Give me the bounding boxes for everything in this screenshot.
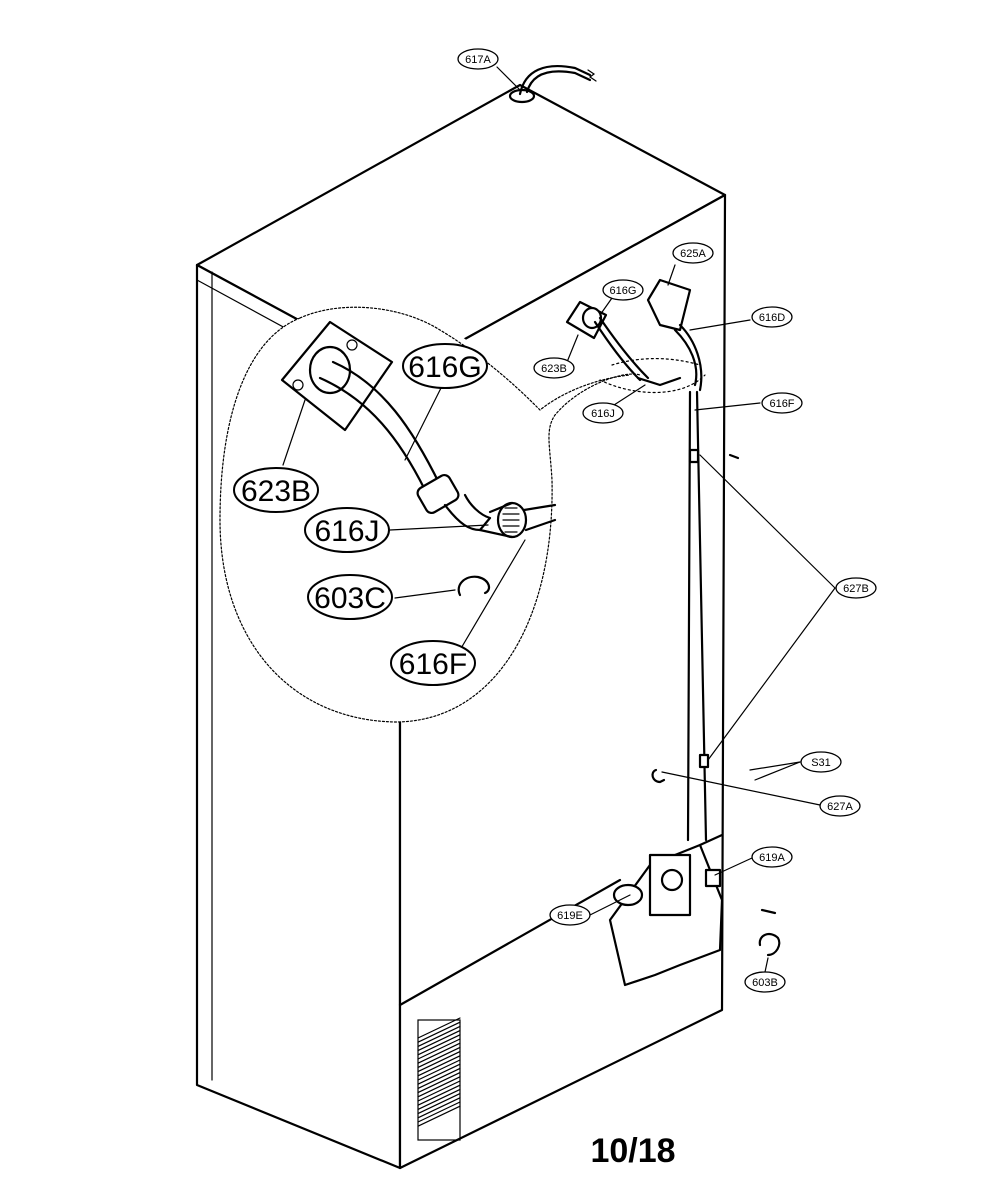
callout-616F-large[interactable]: 616F bbox=[390, 640, 476, 686]
detail-fitting-616J bbox=[478, 501, 557, 539]
detail-clip-603C bbox=[457, 575, 491, 597]
grille-slot bbox=[417, 1097, 461, 1119]
grille-slot bbox=[417, 1092, 461, 1115]
grille-slot bbox=[417, 1101, 461, 1123]
callout-616G-small[interactable]: 616G bbox=[602, 279, 644, 301]
grille-slot bbox=[417, 1084, 461, 1106]
ice-maker-assembly bbox=[565, 278, 781, 987]
grille-slot bbox=[417, 1067, 461, 1090]
grille-slot bbox=[417, 1071, 461, 1094]
callout-616G-large[interactable]: 616G bbox=[402, 343, 488, 389]
compressor-grille: (function(){ var ns="http://www.w3.org/2… bbox=[417, 1017, 461, 1141]
callout-603B[interactable]: 603B bbox=[744, 971, 786, 993]
grille-slot bbox=[417, 1025, 461, 1048]
grille-slot bbox=[417, 1042, 461, 1064]
part-callouts: 617A 625A 616G 616D 623B 616J 616F 627B bbox=[457, 48, 877, 993]
water-supply-line bbox=[508, 64, 597, 104]
grille-slot bbox=[417, 1059, 461, 1081]
svg-text:623B: 623B bbox=[541, 363, 567, 375]
svg-text:S31: S31 bbox=[811, 757, 831, 769]
svg-text:603B: 603B bbox=[752, 977, 778, 989]
grille-slot bbox=[417, 1105, 461, 1127]
callout-627B[interactable]: 627B bbox=[835, 577, 877, 599]
svg-text:616F: 616F bbox=[399, 648, 467, 681]
svg-text:623B: 623B bbox=[241, 475, 311, 508]
callout-625A[interactable]: 625A bbox=[672, 242, 714, 264]
detail-bracket-623B bbox=[280, 320, 394, 432]
grille-slot bbox=[417, 1088, 461, 1111]
svg-text:625A: 625A bbox=[680, 248, 706, 260]
svg-text:616J: 616J bbox=[314, 515, 379, 548]
svg-text:616F: 616F bbox=[769, 398, 794, 410]
svg-text:616D: 616D bbox=[759, 312, 785, 324]
svg-text:603C: 603C bbox=[314, 582, 386, 615]
grille-slot bbox=[417, 1080, 461, 1102]
callout-603C-large[interactable]: 603C bbox=[307, 574, 393, 620]
page-number: 10/18 bbox=[590, 1132, 675, 1170]
svg-text:616G: 616G bbox=[610, 285, 637, 297]
detail-tube-616G bbox=[318, 360, 492, 532]
callout-616F-small[interactable]: 616F bbox=[761, 392, 803, 414]
callout-627A[interactable]: 627A bbox=[819, 795, 861, 817]
leader-lines bbox=[282, 66, 836, 973]
grille-slot bbox=[417, 1021, 461, 1043]
svg-text:617A: 617A bbox=[465, 54, 491, 66]
svg-text:616G: 616G bbox=[408, 351, 481, 384]
grille-slot bbox=[417, 1063, 461, 1085]
svg-text:619E: 619E bbox=[557, 910, 583, 922]
callout-617A[interactable]: 617A bbox=[457, 48, 499, 70]
grille-slot bbox=[417, 1038, 461, 1060]
grille-slot bbox=[417, 1029, 461, 1052]
grille-slot bbox=[417, 1017, 461, 1039]
svg-text:619A: 619A bbox=[759, 852, 785, 864]
callout-619E[interactable]: 619E bbox=[549, 904, 591, 926]
callout-623B-large[interactable]: 623B bbox=[233, 467, 319, 513]
grille-slot bbox=[417, 1076, 461, 1098]
svg-text:627A: 627A bbox=[827, 801, 853, 813]
callout-619A[interactable]: 619A bbox=[751, 846, 793, 868]
grille-slot bbox=[417, 1050, 461, 1073]
callout-S31[interactable]: S31 bbox=[800, 751, 842, 773]
callout-623B-small[interactable]: 623B bbox=[533, 357, 575, 379]
grille-slot bbox=[417, 1034, 461, 1056]
detail-view bbox=[219, 306, 641, 723]
callout-616J-large[interactable]: 616J bbox=[304, 507, 390, 553]
callout-616J-small[interactable]: 616J bbox=[582, 402, 624, 424]
svg-text:627B: 627B bbox=[843, 583, 869, 595]
detail-callouts: 616G 623B 616J 603C 616F bbox=[233, 343, 488, 686]
callout-616D[interactable]: 616D bbox=[751, 306, 793, 328]
svg-text:616J: 616J bbox=[591, 408, 615, 420]
grille-slot bbox=[417, 1046, 461, 1069]
grille-slot bbox=[417, 1055, 461, 1077]
